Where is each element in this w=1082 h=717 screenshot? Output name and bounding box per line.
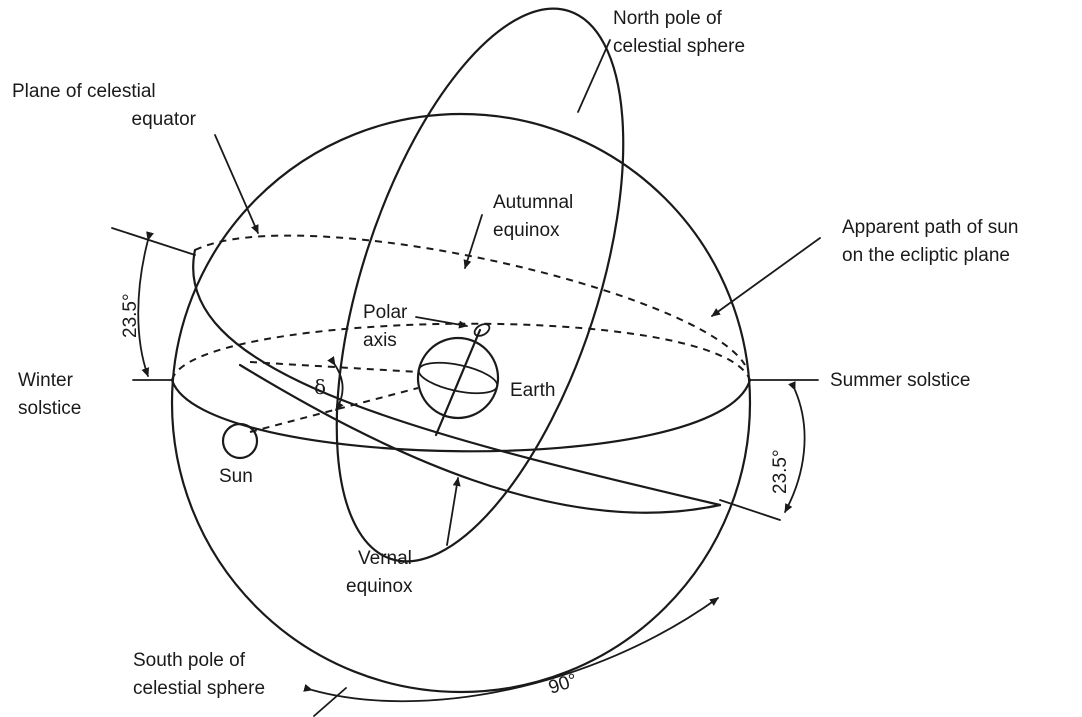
delta-label: δ bbox=[314, 375, 326, 399]
south-pole-label: South pole of celestial sphere bbox=[133, 650, 265, 699]
summer-solstice-label: Summer solstice bbox=[830, 370, 970, 391]
ninety-label: 90° bbox=[546, 670, 580, 699]
celestial-equator-front bbox=[170, 378, 752, 453]
left-tilt-arc bbox=[137, 231, 154, 377]
vernal-equinox-label: Vernal equinox bbox=[346, 548, 417, 597]
plane-equator-label: Plane of celestial equator bbox=[12, 81, 197, 130]
ninety-arc bbox=[303, 597, 719, 703]
delta-arc bbox=[327, 356, 344, 411]
celestial-equator-back bbox=[171, 322, 751, 381]
polar-axis-line bbox=[434, 328, 482, 437]
north-pole-label: North pole of celestial sphere bbox=[613, 8, 745, 57]
polar-axis-leader bbox=[415, 316, 468, 329]
celestial-sphere bbox=[170, 112, 752, 694]
right-tilt-tick bbox=[719, 499, 781, 521]
sun-earth-ray-lower bbox=[249, 387, 419, 433]
sun-label: Sun bbox=[219, 466, 253, 487]
rotation-arrow-icon bbox=[473, 323, 491, 337]
earth bbox=[416, 336, 500, 420]
vernal-leader bbox=[446, 477, 461, 546]
ecliptic-line bbox=[238, 363, 722, 514]
sun bbox=[221, 422, 259, 460]
autumnal-leader bbox=[463, 214, 483, 269]
left-tilt-label: 23.5° bbox=[120, 293, 141, 338]
north-pole-leader bbox=[577, 39, 611, 113]
earth-equator bbox=[417, 361, 499, 395]
sun-earth-ray-upper bbox=[249, 361, 419, 373]
apparent-path-leader bbox=[711, 237, 821, 317]
ecliptic-front bbox=[192, 248, 722, 507]
winter-solstice-label: Winter solstice bbox=[18, 370, 81, 419]
plane-equator-leader bbox=[214, 134, 259, 234]
right-tilt-arc bbox=[784, 381, 806, 513]
right-tilt-label: 23.5° bbox=[770, 449, 791, 494]
polar-axis-label: Polar axis bbox=[363, 302, 413, 351]
autumnal-equinox-label: Autumnal equinox bbox=[493, 192, 579, 241]
meridian-circle bbox=[335, 7, 625, 563]
left-tilt-tick bbox=[111, 227, 196, 256]
earth-label: Earth bbox=[510, 380, 555, 401]
apparent-path-label: Apparent path of sun on the ecliptic pla… bbox=[842, 217, 1024, 266]
ecliptic-back bbox=[194, 234, 746, 366]
south-pole-leader bbox=[313, 687, 347, 717]
